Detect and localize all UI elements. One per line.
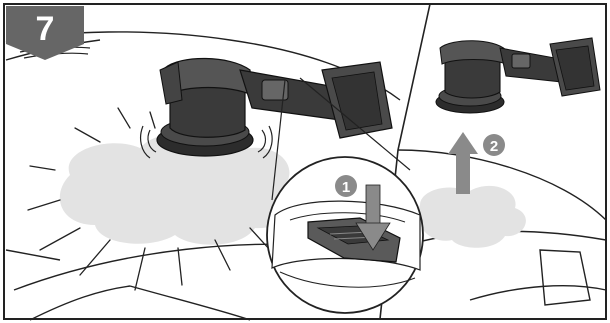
step-badge: 7 — [6, 6, 84, 60]
zoom-leader-lines — [271, 77, 411, 201]
callout-1: 1 — [335, 175, 357, 197]
callout-2-number: 2 — [490, 138, 498, 155]
frame-border — [3, 3, 607, 320]
callout-2: 2 — [483, 134, 505, 156]
vibration-marks — [140, 125, 273, 159]
callout-1-number: 1 — [342, 179, 350, 196]
polisher-tool-left — [156, 57, 393, 157]
lift-up-arrow — [448, 132, 478, 194]
step-number: 7 — [36, 10, 55, 48]
zoom-detail-circle — [266, 156, 424, 314]
press-down-arrow — [355, 184, 391, 251]
polisher-tool-right — [435, 37, 601, 114]
polish-residue-cloud — [59, 132, 294, 245]
polish-residue-cloud-right — [418, 185, 526, 248]
